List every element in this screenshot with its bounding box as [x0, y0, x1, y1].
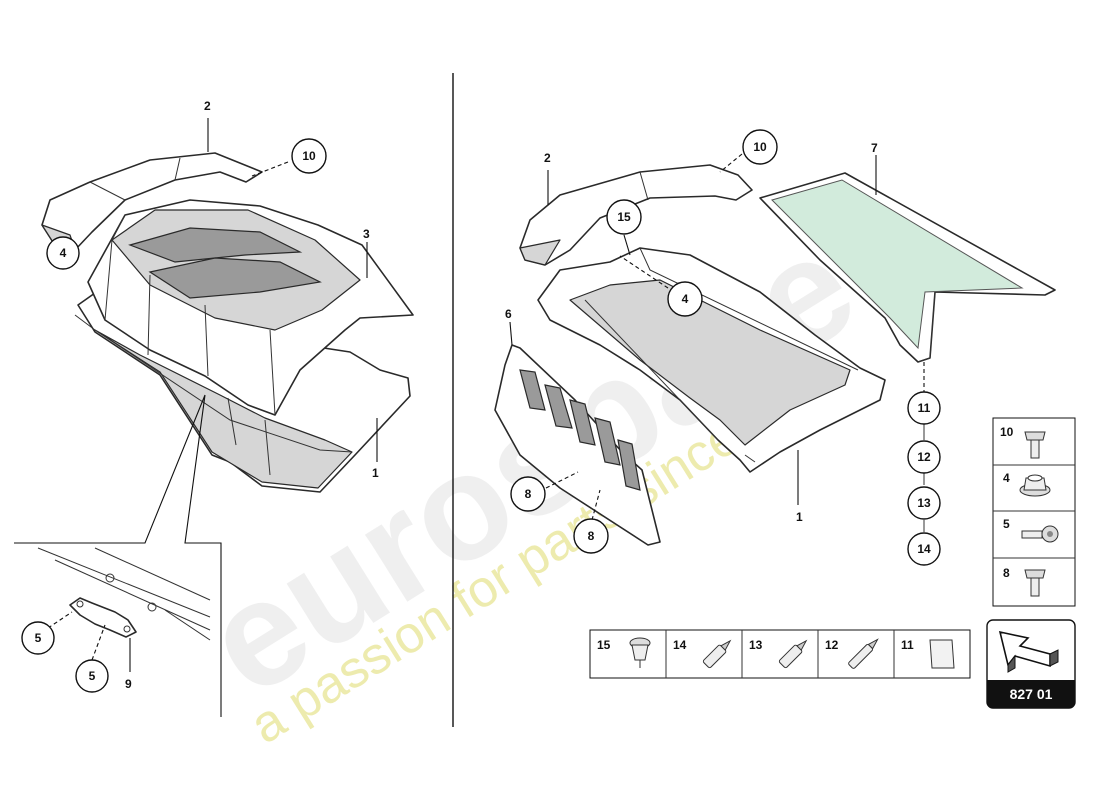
callout-right-15: 15	[617, 210, 631, 224]
callout-right-15-circle	[606, 199, 642, 235]
detail-inset: 5 5 9	[14, 394, 222, 717]
callout-detail-5b-circle	[75, 659, 109, 693]
callout-right-10-circle	[742, 129, 778, 165]
callout-right-8b: 8	[588, 529, 595, 543]
direction-arrow-icon	[998, 630, 1059, 673]
diagram-code: 827 01	[1010, 686, 1053, 702]
flange-bolt-icon	[1024, 431, 1046, 459]
callout-right-14: 14	[917, 542, 931, 556]
callout-right-13-circle	[907, 486, 941, 520]
adhesive-tube-icon	[702, 639, 732, 669]
clip-icon	[629, 637, 651, 668]
callout-right-8b-circle	[573, 518, 609, 554]
legend-item-14: 14	[673, 638, 687, 652]
callout-left-3: 3	[363, 227, 370, 241]
callout-detail-5a: 5	[35, 631, 42, 645]
callout-right-7: 7	[871, 141, 878, 155]
callout-right-12-circle	[907, 440, 941, 474]
legend-item-15: 15	[597, 638, 611, 652]
callout-left-10: 10	[302, 149, 316, 163]
legend-fastener-10: 10	[1000, 425, 1014, 439]
legend-item-12: 12	[825, 638, 839, 652]
callout-right-12: 12	[917, 450, 931, 464]
pad-icon	[929, 639, 955, 669]
callout-detail-9: 9	[125, 677, 132, 691]
callout-right-4: 4	[682, 292, 689, 306]
callout-right-4-circle	[667, 281, 703, 317]
adhesive-tube-icon	[848, 638, 879, 669]
right-assembly: 2 10 7 15 4 6 8 8 1 11 12 13 14	[494, 129, 1056, 566]
legend-item-11: 11	[901, 638, 914, 652]
nut-icon	[1019, 474, 1051, 497]
fastener-legend: 10 4 5 8	[992, 417, 1076, 607]
left-assembly: 2 10 3 4 1	[41, 99, 414, 493]
callout-left-1: 1	[372, 466, 379, 480]
screw-icon	[1021, 525, 1059, 543]
callout-right-8a-circle	[510, 476, 546, 512]
flange-bolt-icon	[1024, 569, 1046, 597]
callout-left-2: 2	[204, 99, 211, 113]
adhesive-tube-icon	[778, 639, 808, 669]
callout-right-1: 1	[796, 510, 803, 524]
diagram-code-box: 827 01	[986, 619, 1076, 709]
callout-right-11: 11	[918, 401, 931, 415]
legend-fastener-4: 4	[1003, 471, 1010, 485]
spoiler-right	[519, 164, 753, 266]
callout-right-6: 6	[505, 307, 512, 321]
callout-detail-5a-circle	[21, 621, 55, 655]
callout-right-11-circle	[907, 391, 941, 425]
bracket-part-9	[69, 597, 137, 638]
callout-detail-5b: 5	[89, 669, 96, 683]
legend-fastener-8: 8	[1003, 566, 1010, 580]
callout-right-8a: 8	[525, 487, 532, 501]
callout-right-10: 10	[753, 140, 767, 154]
callout-right-13: 13	[917, 496, 931, 510]
callout-left-4-circle	[46, 236, 80, 270]
consumables-legend: 15 14 13 12 11	[589, 629, 971, 679]
callout-left-4: 4	[60, 246, 67, 260]
legend-item-13: 13	[749, 638, 763, 652]
callout-right-2: 2	[544, 151, 551, 165]
callout-left-10-circle	[291, 138, 327, 174]
callout-right-14-circle	[907, 532, 941, 566]
legend-fastener-5: 5	[1003, 517, 1010, 531]
